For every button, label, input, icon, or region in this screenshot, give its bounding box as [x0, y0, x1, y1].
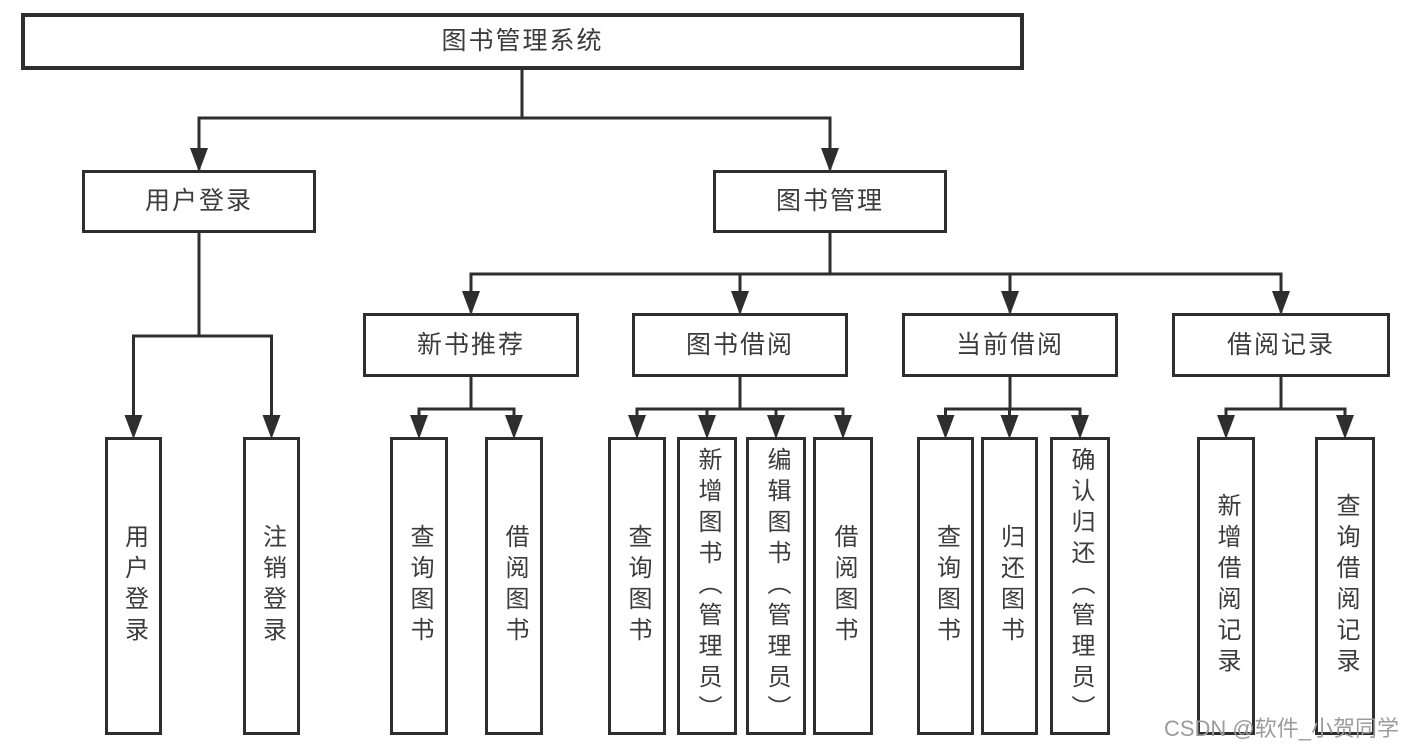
leaf-query-books-current-label: 查询图书 — [932, 524, 960, 648]
connector-login-to-leaves — [132, 231, 273, 435]
leaf-user-login-label: 用户登录 — [120, 524, 148, 648]
leaf-add-book-admin-label: 新增图书（管理员） — [694, 446, 721, 726]
leaf-query-books-borrow: 查询图书 — [608, 437, 666, 735]
connector-management-to-groups — [469, 231, 1283, 313]
node-user-login-branch: 用户登录 — [82, 170, 316, 233]
leaf-query-borrow-record: 查询借阅记录 — [1315, 437, 1375, 735]
arrowhead-icon — [505, 415, 523, 439]
arrowhead-icon — [190, 148, 208, 172]
leaf-confirm-return-admin-label: 确认归还（管理员） — [1067, 446, 1094, 726]
arrowhead-icon — [262, 415, 281, 439]
leaf-query-books-recommend: 查询图书 — [390, 437, 448, 735]
leaf-return-books-label: 归还图书 — [996, 524, 1024, 648]
node-current-borrow-label: 当前借阅 — [955, 330, 1064, 359]
arrowhead-icon — [1217, 415, 1235, 439]
node-borrow-records: 借阅记录 — [1172, 313, 1390, 377]
leaf-confirm-return-admin: 确认归还（管理员） — [1050, 437, 1110, 735]
leaf-query-books-recommend-label: 查询图书 — [406, 524, 433, 648]
arrowhead-icon — [124, 415, 143, 439]
leaf-add-borrow-record-label: 新增借阅记录 — [1213, 493, 1240, 679]
node-user-login-branch-label: 用户登录 — [144, 187, 253, 215]
arrowhead-icon — [731, 291, 749, 315]
arrowheads — [124, 148, 1354, 439]
leaf-edit-book-admin-label: 编辑图书（管理员） — [763, 446, 790, 726]
leaf-add-book-admin: 新增图书（管理员） — [677, 437, 737, 735]
arrowhead-icon — [628, 415, 646, 439]
connector-newbook-to-leaves — [417, 375, 516, 435]
leaf-add-borrow-record: 新增借阅记录 — [1197, 437, 1255, 735]
arrowhead-icon — [1000, 415, 1019, 439]
leaf-return-books: 归还图书 — [981, 437, 1038, 735]
node-library-system-label: 图书管理系统 — [441, 27, 604, 55]
connector-borrow-to-leaves — [635, 375, 845, 435]
arrowhead-icon — [698, 415, 716, 439]
arrowhead-icon — [1336, 415, 1354, 439]
arrowhead-icon — [767, 415, 785, 439]
connector-root-to-branches — [197, 68, 832, 170]
arrowhead-icon — [462, 291, 480, 315]
leaf-edit-book-admin: 编辑图书（管理员） — [746, 437, 806, 735]
arrowhead-icon — [821, 148, 839, 172]
node-new-book-recommend-label: 新书推荐 — [416, 330, 525, 359]
arrowhead-icon — [1001, 291, 1019, 315]
arrowhead-icon — [410, 415, 428, 439]
node-new-book-recommend: 新书推荐 — [363, 313, 579, 377]
node-book-borrow-label: 图书借阅 — [685, 330, 794, 359]
arrowhead-icon — [834, 415, 852, 439]
leaf-logout-label: 注销登录 — [258, 524, 286, 648]
leaf-borrow-books-recommend-label: 借阅图书 — [501, 524, 528, 648]
leaf-borrow-books: 借阅图书 — [813, 437, 873, 735]
connector-records-to-leaves — [1224, 375, 1347, 435]
leaf-user-login: 用户登录 — [105, 437, 162, 735]
leaf-query-books-current: 查询图书 — [917, 437, 974, 735]
node-book-management-branch-label: 图书管理 — [775, 187, 884, 215]
leaf-borrow-books-label: 借阅图书 — [830, 524, 857, 648]
node-book-management-branch: 图书管理 — [713, 170, 947, 233]
leaf-query-books-borrow-label: 查询图书 — [624, 524, 651, 648]
node-book-borrow: 图书借阅 — [632, 313, 848, 377]
leaf-query-borrow-record-label: 查询借阅记录 — [1332, 493, 1359, 679]
csdn-watermark: CSDN @软件_小贺同学 — [1163, 716, 1399, 741]
leaf-logout: 注销登录 — [243, 437, 300, 735]
arrowhead-icon — [1272, 291, 1290, 315]
leaf-borrow-books-recommend: 借阅图书 — [485, 437, 543, 735]
node-current-borrow: 当前借阅 — [902, 313, 1118, 377]
node-library-system: 图书管理系统 — [21, 13, 1024, 70]
node-borrow-records-label: 借阅记录 — [1226, 330, 1335, 359]
arrowhead-icon — [936, 415, 955, 439]
arrowhead-icon — [1071, 415, 1089, 439]
